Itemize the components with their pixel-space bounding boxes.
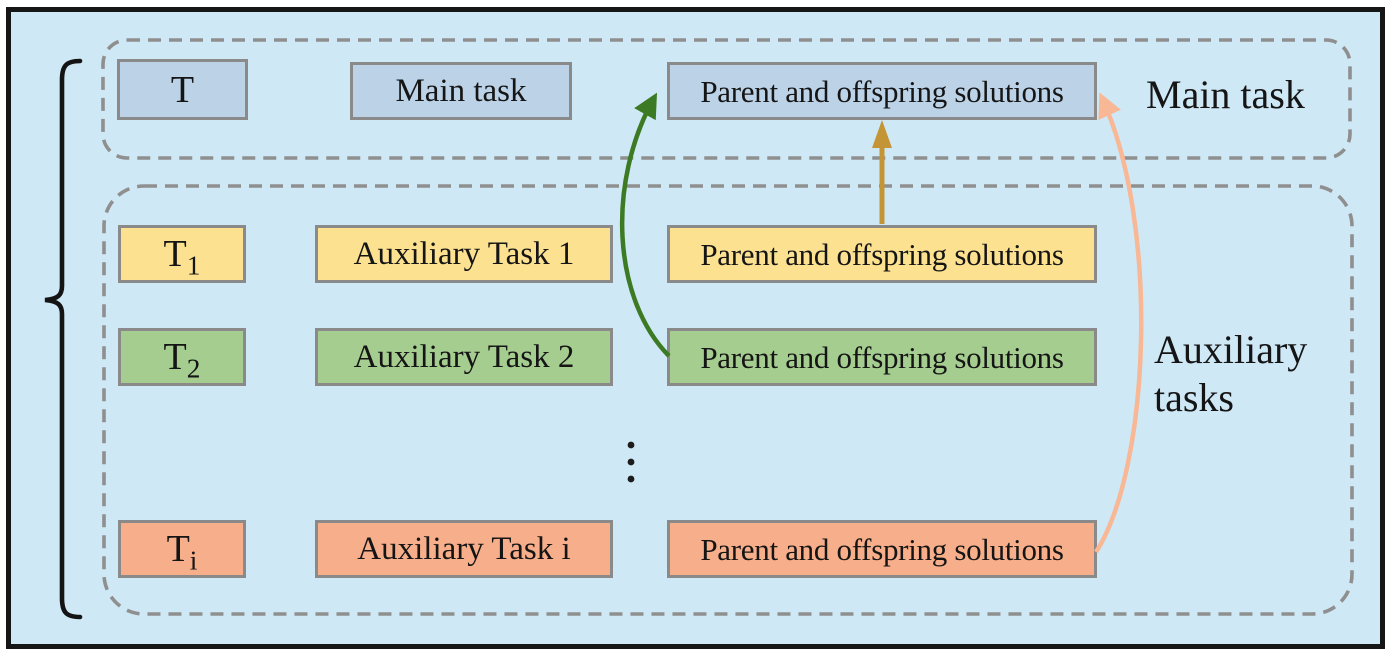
aux-task-1-solutions-label: Parent and offspring solutions	[700, 236, 1064, 272]
aux-task-1-name-box: Auxiliary Task 1	[315, 225, 613, 283]
aux-task-2-symbol-box: T2	[118, 328, 246, 386]
aux-task-1-name: Auxiliary Task 1	[353, 235, 575, 272]
main-task-symbol-box: T	[117, 59, 248, 120]
aux-task-2-name: Auxiliary Task 2	[353, 338, 575, 375]
aux-task-1-symbol-box: T1	[118, 225, 246, 283]
auxiliary-tasks-group-label-line1: Auxiliary	[1154, 327, 1308, 372]
aux-task-2-solutions-label: Parent and offspring solutions	[700, 339, 1064, 375]
aux-task-i-name-box: Auxiliary Task i	[315, 520, 613, 578]
main-task-name: Main task	[395, 72, 527, 109]
aux-task-i-solutions-label: Parent and offspring solutions	[700, 531, 1064, 567]
main-task-symbol: T	[170, 68, 195, 111]
main-task-solutions-label: Parent and offspring solutions	[700, 73, 1064, 109]
aux-task-1-solutions-box: Parent and offspring solutions	[667, 225, 1097, 283]
auxiliary-tasks-group-label: Auxiliary tasks	[1154, 326, 1307, 422]
aux-task-i-symbol: Ti	[166, 528, 198, 576]
main-task-group-label: Main task	[1146, 72, 1305, 117]
aux-task-i-name: Auxiliary Task i	[357, 530, 571, 567]
auxiliary-tasks-group-label-line2: tasks	[1154, 375, 1234, 420]
aux-task-i-solutions-box: Parent and offspring solutions	[667, 520, 1097, 578]
aux-task-i-symbol-box: Ti	[118, 520, 246, 578]
main-task-name-box: Main task	[350, 62, 572, 120]
aux-task-1-symbol: T1	[163, 233, 201, 281]
aux-task-2-name-box: Auxiliary Task 2	[315, 328, 613, 386]
aux-task-2-solutions-box: Parent and offspring solutions	[667, 328, 1097, 386]
main-task-solutions-box: Parent and offspring solutions	[667, 62, 1097, 120]
aux-task-2-symbol: T2	[163, 336, 201, 384]
